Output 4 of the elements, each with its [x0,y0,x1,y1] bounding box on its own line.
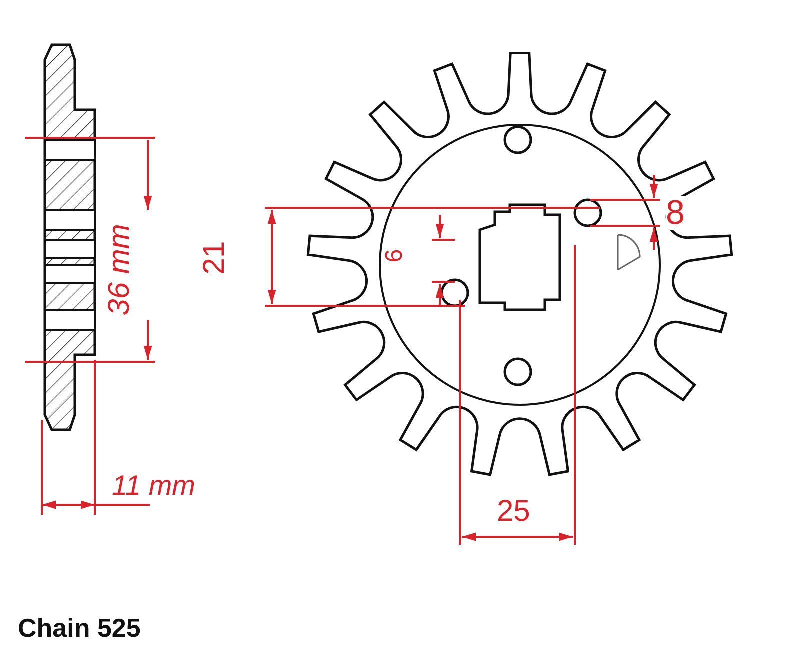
dimension-label: 11 mm [112,472,196,500]
dimension-label: 25 [497,497,530,527]
dimension-label: 8 [666,196,685,230]
chain-size-label: Chain 525 [18,615,141,641]
